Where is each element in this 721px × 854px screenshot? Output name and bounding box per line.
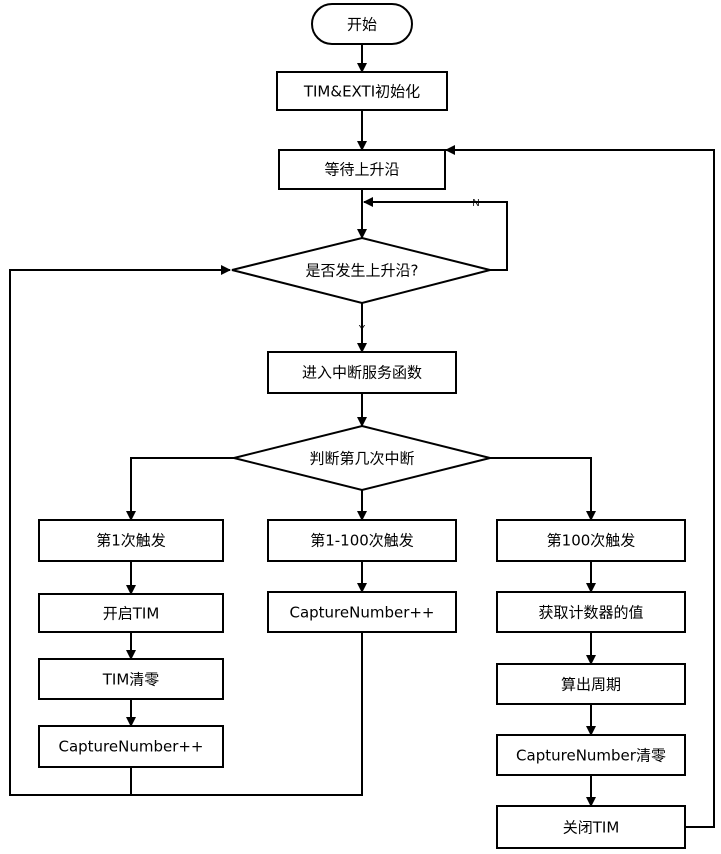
node-decision-count: 判断第几次中断	[233, 424, 491, 492]
svg-text:TIM清零: TIM清零	[102, 671, 160, 689]
node-init: TIM&EXTI初始化	[276, 71, 448, 111]
arrow-mid-return	[131, 632, 363, 796]
node-wait-rising: 等待上升沿	[278, 149, 446, 190]
svg-text:等待上升沿: 等待上升沿	[324, 161, 399, 179]
svg-text:进入中断服务函数: 进入中断服务函数	[302, 364, 422, 382]
node-tim-clear: TIM清零	[38, 658, 224, 700]
svg-text:是否发生上升沿?: 是否发生上升沿?	[306, 262, 419, 280]
arrow-branch-left	[126, 457, 234, 521]
svg-text:CaptureNumber清零: CaptureNumber清零	[516, 747, 666, 765]
node-open-tim: 开启TIM	[38, 593, 224, 633]
node-enter-isr: 进入中断服务函数	[267, 351, 457, 394]
label-yes: Y	[359, 324, 366, 335]
svg-text:获取计数器的值: 获取计数器的值	[538, 604, 643, 622]
label-no: N	[472, 198, 479, 209]
svg-text:开启TIM: 开启TIM	[103, 605, 160, 623]
node-capture-inc-left: CaptureNumber++	[38, 725, 224, 768]
node-get-counter: 获取计数器的值	[496, 591, 686, 633]
arrow-right-return	[445, 145, 715, 828]
svg-text:CaptureNumber++: CaptureNumber++	[289, 604, 434, 622]
svg-text:CaptureNumber++: CaptureNumber++	[58, 738, 203, 756]
svg-text:第1次触发: 第1次触发	[96, 532, 166, 550]
svg-text:关闭TIM: 关闭TIM	[563, 819, 620, 837]
node-capture-clear: CaptureNumber清零	[496, 734, 686, 776]
node-first-trigger: 第1次触发	[38, 519, 224, 562]
svg-text:算出周期: 算出周期	[561, 676, 621, 694]
svg-text:开始: 开始	[347, 16, 377, 34]
arrow-branch-right	[490, 457, 596, 521]
node-capture-inc-mid: CaptureNumber++	[267, 591, 457, 633]
node-calc-period: 算出周期	[496, 663, 686, 705]
arrow-no-loop	[363, 197, 508, 271]
svg-text:第1-100次触发: 第1-100次触发	[310, 532, 414, 550]
node-start: 开始	[311, 3, 413, 45]
svg-text:TIM&EXTI初始化: TIM&EXTI初始化	[303, 83, 420, 101]
node-close-tim: 关闭TIM	[496, 805, 686, 849]
arrow-left-return	[9, 265, 231, 796]
node-mid-trigger: 第1-100次触发	[267, 519, 457, 562]
svg-text:判断第几次中断: 判断第几次中断	[309, 450, 414, 468]
svg-text:第100次触发: 第100次触发	[547, 532, 636, 550]
node-decision-rising: 是否发生上升沿?	[231, 236, 491, 305]
node-hundredth-trigger: 第100次触发	[496, 519, 686, 562]
